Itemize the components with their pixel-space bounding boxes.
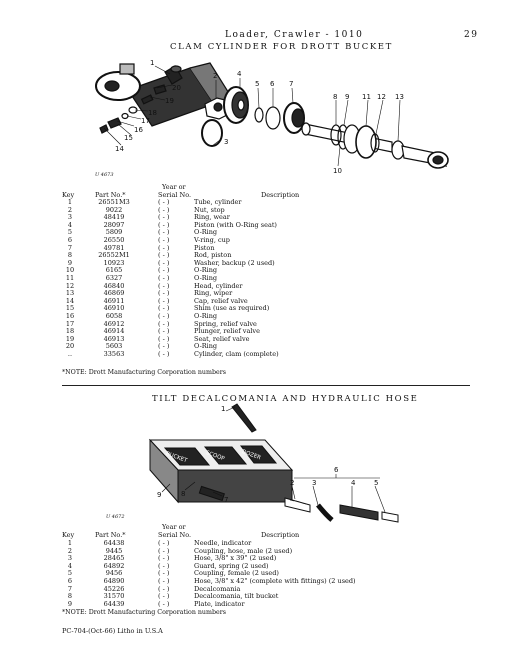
callout-2-5: 5 — [374, 479, 379, 487]
callout-4: 4 — [237, 70, 242, 78]
table-row: ..33563( - )Cylinder, clam (complete) — [67, 349, 279, 358]
callout-2: 2 — [213, 72, 218, 80]
indicator-plate — [148, 438, 294, 504]
col-header-part-2: Part No.* — [95, 531, 126, 539]
callout-14: 14 — [115, 145, 124, 153]
note-2: *NOTE: Drott Manufacturing Corporation n… — [62, 609, 226, 616]
callout-6: 6 — [270, 80, 275, 88]
page-header-title: Loader, Crawler - 1010 — [225, 30, 364, 40]
callout-17: 17 — [141, 117, 150, 125]
callout-16: 16 — [134, 126, 143, 134]
callout-2-2: 2 — [290, 479, 295, 487]
callout-12: 12 — [377, 93, 386, 101]
callout-2-4: 4 — [351, 479, 356, 487]
note-1: *NOTE: Drott Manufacturing Corporation n… — [62, 369, 226, 376]
callout-leader-lines-2 — [161, 406, 386, 513]
col-header-desc-2: Description — [261, 531, 300, 539]
col-header-part-1: Part No.* — [95, 191, 126, 199]
callout-3: 3 — [224, 138, 229, 146]
callout-13: 13 — [395, 93, 404, 101]
clam-cylinder-exploded-diagram — [95, 62, 449, 169]
callout-7: 7 — [289, 80, 294, 88]
section-title-tilt-decal: TILT DECALCOMANIA AND HYDRAULIC HOSE — [152, 394, 419, 404]
callout-11: 11 — [362, 93, 371, 101]
page-footer: PC-704-(Oct-66) Litho in U.S.A — [62, 627, 163, 635]
callout-10: 10 — [333, 167, 342, 175]
callout-2-1: 1 — [221, 405, 226, 413]
callout-19: 19 — [165, 97, 174, 105]
callout-15: 15 — [124, 134, 133, 142]
callout-20: 20 — [172, 84, 181, 92]
col-header-serial-1: Serial No. — [158, 191, 192, 199]
piston-with-seat — [223, 86, 249, 124]
callout-1: 1 — [150, 59, 155, 67]
section-title-clam-cylinder: CLAM CYLINDER FOR DROTT BUCKET — [170, 42, 393, 52]
callout-8: 8 — [333, 93, 338, 101]
callout-2-3: 3 — [312, 479, 317, 487]
serial-header-top-2: Year or — [162, 523, 186, 531]
hose-assembly — [284, 497, 399, 523]
serial-header-top-1: Year or — [162, 183, 186, 191]
callout-5: 5 — [255, 80, 260, 88]
col-header-serial-2: Serial No. — [158, 531, 192, 539]
needle-indicator — [231, 403, 257, 433]
callout-2-6: 6 — [334, 466, 339, 474]
col-header-desc-1: Description — [261, 191, 300, 199]
callout-2-7: 7 — [224, 496, 229, 504]
piston-rod — [301, 122, 449, 169]
cylinder-tube — [95, 62, 233, 127]
callout-18: 18 — [148, 109, 157, 117]
page-number: 29 — [464, 30, 479, 40]
image-code-1: U 4673 — [95, 172, 114, 178]
tilt-decal-hose-diagram — [148, 403, 399, 523]
callout-9: 9 — [345, 93, 350, 101]
piston-7 — [283, 102, 305, 134]
callout-2-8: 8 — [181, 490, 186, 498]
callout-leader-lines — [103, 65, 401, 167]
image-code-2: U 4672 — [106, 514, 125, 520]
callout-2-9: 9 — [157, 491, 162, 499]
col-header-key-1: Key — [62, 191, 75, 199]
col-header-key-2: Key — [62, 531, 75, 539]
decalcomania — [198, 485, 225, 502]
section-divider — [62, 385, 470, 386]
